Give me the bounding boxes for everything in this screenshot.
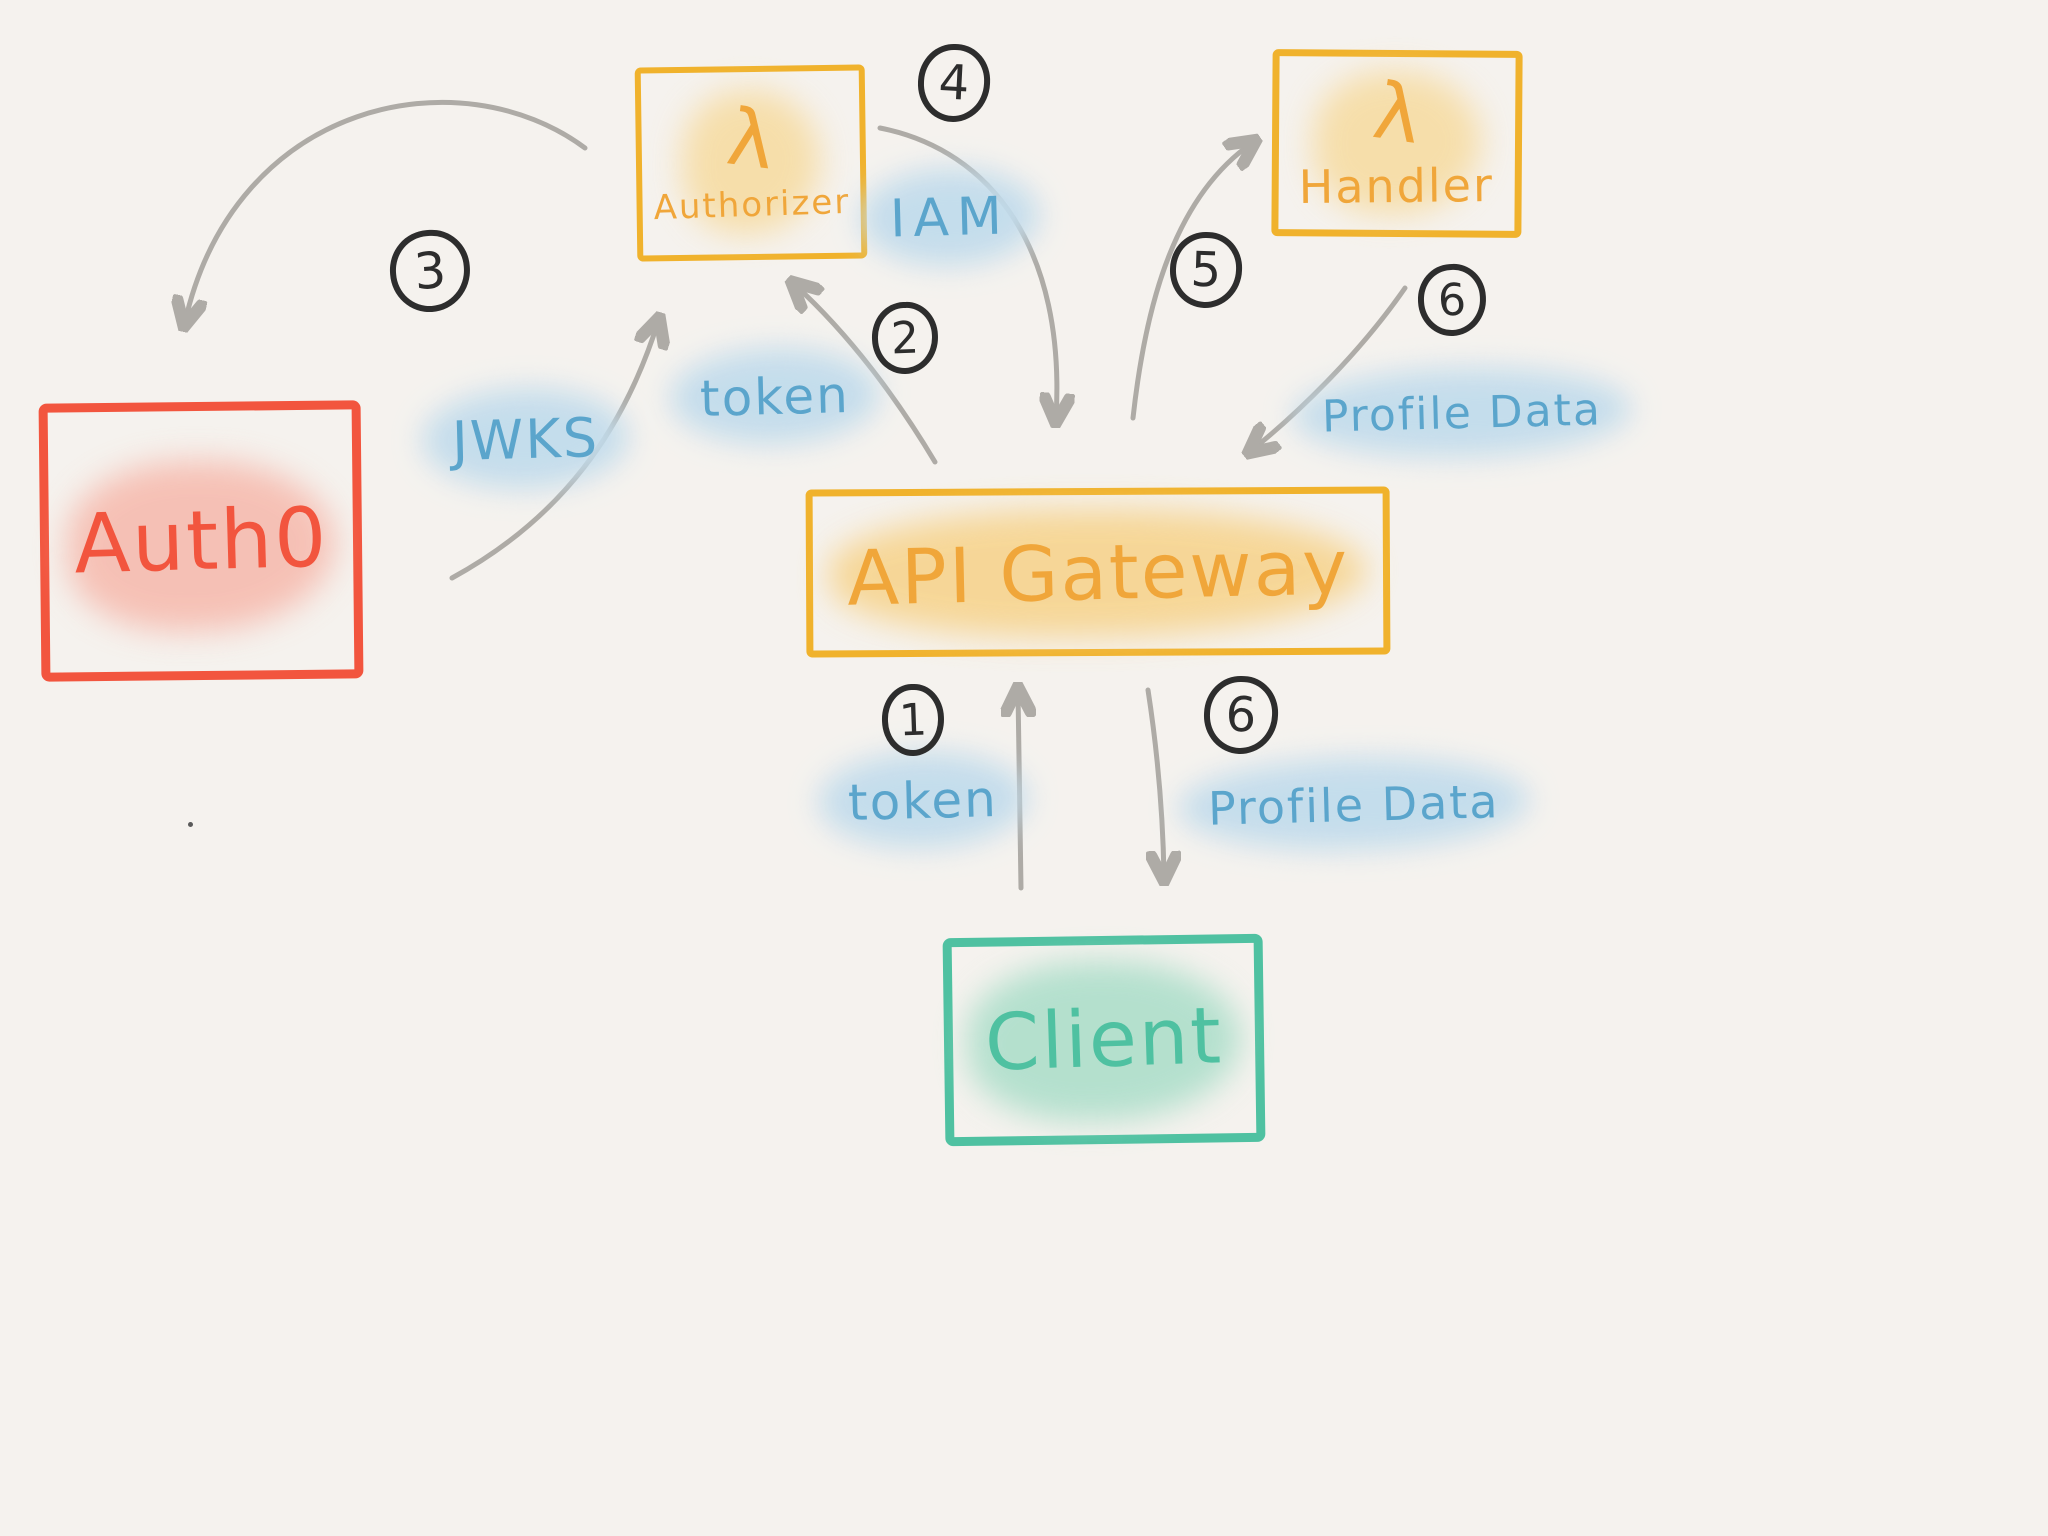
edge-label-token-to-authorizer: token (699, 366, 851, 428)
arrow-gateway-to-authorizer-token (795, 285, 938, 465)
step-number: 2 (890, 312, 920, 364)
edge-label-iam: IAM (889, 186, 1011, 250)
handler-label: Handler (1298, 157, 1495, 214)
stray-pen-dot (188, 822, 193, 827)
api-gateway-label: API Gateway (845, 521, 1351, 623)
edge-label-jwks: JWKS (451, 406, 600, 473)
step-number: 4 (937, 54, 971, 112)
client-node: Client (942, 933, 1266, 1147)
edge-label-token-from-client: token (847, 770, 999, 832)
step-number: 6 (1436, 273, 1468, 327)
arrow-authorizer-to-auth0 (185, 99, 588, 322)
step-number: 1 (898, 694, 928, 746)
arrow-handler-to-gateway-profile (1252, 285, 1408, 450)
step-number: 6 (1224, 686, 1258, 744)
auth0-label: Auth0 (72, 489, 330, 593)
handler-node: λ Handler (1271, 49, 1523, 238)
authorizer-label: Authorizer (652, 181, 851, 229)
edge-label-profile-data-to-client: Profile Data (1207, 774, 1501, 836)
client-label: Client (983, 991, 1225, 1089)
arrow-gateway-to-client-profile (1145, 687, 1164, 876)
step-number: 5 (1189, 241, 1223, 299)
arrow-gateway-to-handler (1130, 143, 1252, 421)
authorizer-node: λ Authorizer (634, 64, 868, 262)
api-gateway-node: API Gateway (805, 486, 1391, 658)
step-number: 3 (412, 240, 448, 302)
lambda-icon: λ (722, 92, 780, 188)
auth0-node: Auth0 (38, 400, 364, 682)
edge-label-profile-data-from-handler: Profile Data (1321, 384, 1603, 443)
